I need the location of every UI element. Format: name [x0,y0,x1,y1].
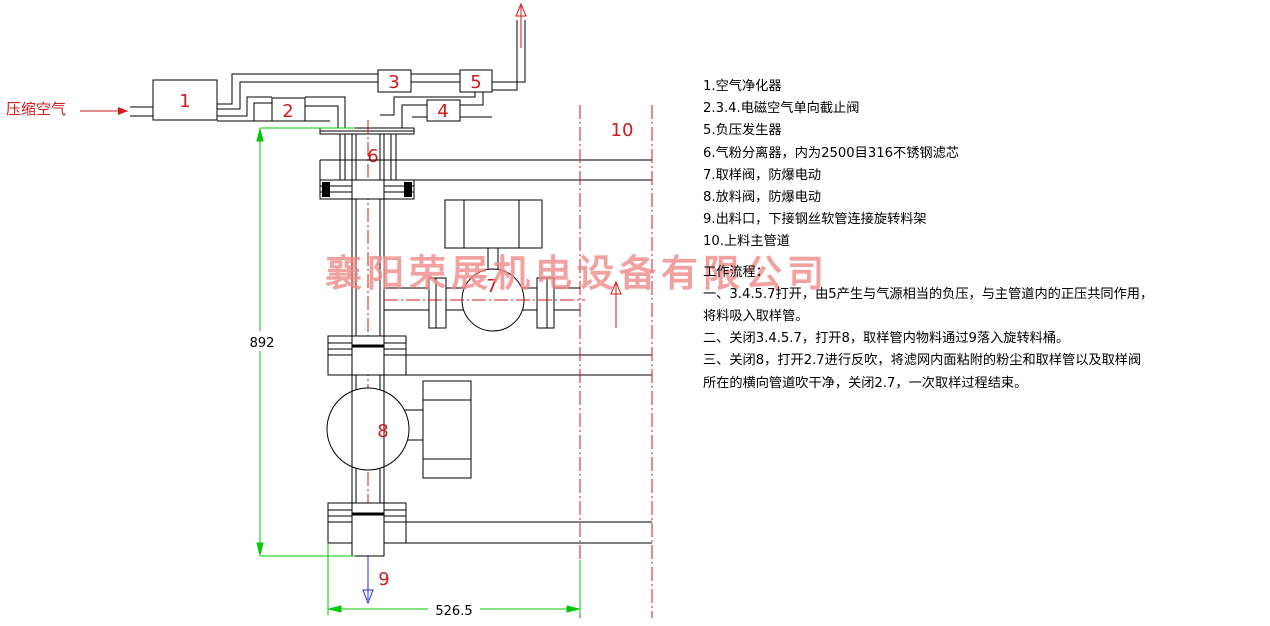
input-arrow [80,106,153,117]
width-dimension-label: 526.5 [435,604,472,619]
legend-item: 8.放料阀，防爆电动 [703,190,822,206]
component-label-4: 4 [437,101,448,122]
discharge-valve-8 [326,380,472,479]
process-step: 一、3.4.5.7打开，由5产生与气源相当的负压，与主管道内的正压共同作用， [703,286,1154,302]
input-label: 压缩空气 [6,100,66,118]
component-label-5: 5 [470,72,481,93]
legend-item: 1.空气净化器 [703,79,782,94]
flange-middle [327,335,407,376]
air-pipe-lower [217,96,492,128]
component-label-1: 1 [179,91,190,112]
legend-item: 10.上料主管道 [703,234,790,250]
legend-item: 6.气粉分离器，内为2500目316不锈钢滤芯 [703,145,959,161]
solenoid-valve-4 [426,99,461,122]
legend-panel: 1.空气净化器 2.3.4.电磁空气单向截止阀 5.负压发生器 6.气粉分离器，… [703,76,1263,395]
legend-item: 9.出料口，下接钢丝软管连接旋转料架 [703,212,927,228]
width-dimension-label-bg [428,600,480,618]
process-step: 三、关闭8，打开2.7进行反吹，将滤网内面粘附的粉尘和取样管以及取样阀 [703,353,1142,369]
legend-item: 2.3.4.电磁空气单向截止阀 [703,101,860,117]
outlet-arrow [362,556,374,605]
air-pipe-upper [217,20,526,128]
legend-item: 5.负压发生器 [703,123,782,139]
component-label-8: 8 [377,421,388,442]
component-label-9: 9 [378,569,389,590]
solenoid-valve-3 [377,69,412,93]
process-step: 二、关闭3.4.5.7，打开8，取样管内物料通过9落入旋转料桶。 [703,331,1070,347]
flange-lower [327,502,407,557]
component-label-2: 2 [282,101,293,122]
height-dimension-label-bg [240,331,280,351]
flow-up-arrow [610,280,622,328]
component-label-10: 10 [611,120,634,141]
flange-upper [319,179,415,200]
legend-item: 7.取样阀，防爆电动 [703,167,822,183]
process-title: 工作流程： [703,264,769,280]
component-label-3: 3 [388,72,399,93]
solenoid-valve-2 [271,97,306,122]
exhaust-arrow [515,2,527,48]
air-purifier-box [152,79,218,121]
sampling-valve-7 [384,199,585,332]
height-dimension-label: 892 [250,336,275,351]
negative-pressure-generator-5 [459,69,493,93]
component-label-7: 7 [486,276,497,297]
process-step: 将料吸入取样管。 [703,309,809,325]
process-step: 所在的横向管道吹干净，关闭2.7，一次取样过程结束。 [703,375,1028,391]
company-watermark: 襄阳荣展机电设备有限公司 [325,251,829,295]
component-label-6: 6 [367,146,378,167]
